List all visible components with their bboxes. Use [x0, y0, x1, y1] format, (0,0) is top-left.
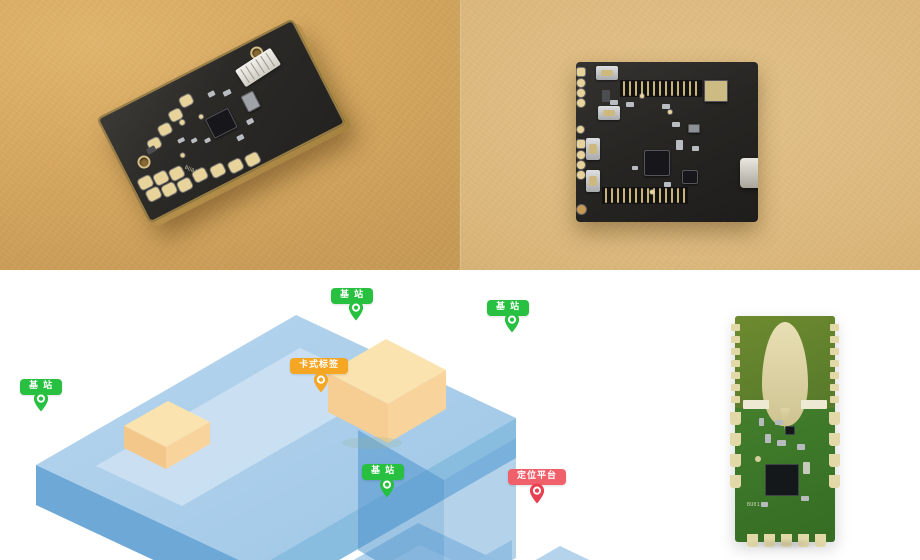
photo-row: BU01 [0, 0, 920, 270]
antenna-feed [780, 408, 790, 430]
label-anchor-4[interactable]: 基 站 [362, 464, 405, 480]
pin-header-bottom [602, 187, 688, 204]
shield-can [704, 80, 728, 102]
workstation-backwall [476, 540, 512, 560]
panel-seam [459, 0, 461, 270]
box-top [124, 401, 210, 447]
tactile-button [586, 138, 600, 160]
isometric-diagram: 基 站 基 站 基 站 基 站 卡式标签 定位平台 [0, 270, 700, 560]
label-card-tag[interactable]: 卡式标签 [290, 358, 349, 374]
tactile-button [596, 66, 618, 80]
pin-positioning-platform[interactable] [529, 483, 545, 504]
tactile-button [586, 170, 600, 192]
pin-header-top [620, 80, 702, 97]
usb-type-c-connector [740, 158, 758, 188]
box-right [388, 370, 446, 443]
mcu-chip [644, 150, 670, 176]
pin-anchor-4[interactable] [379, 477, 395, 498]
pin-card-tag[interactable] [313, 372, 329, 393]
pin-anchor-1[interactable] [33, 391, 49, 412]
pin-anchor-3[interactable] [504, 312, 520, 333]
pin-anchor-2[interactable] [348, 300, 364, 321]
upper-floor-right-side [269, 418, 516, 560]
module-silkscreen: BU01 [747, 502, 760, 508]
connecting-wall-left [358, 430, 444, 560]
module-shadow [743, 538, 827, 550]
box-left [124, 426, 166, 469]
label-anchor-1[interactable]: 基 站 [20, 379, 63, 395]
tactile-button [598, 106, 620, 120]
photo-green-module: BU01 [730, 316, 840, 550]
workstation-ground [535, 546, 590, 560]
module-pad-block [801, 400, 827, 409]
box-left [328, 373, 388, 443]
label-anchor-3[interactable]: 基 站 [487, 300, 530, 316]
upper-floor-left-side [36, 465, 239, 560]
photo-flat-board [460, 0, 920, 270]
photo-tilted-board: BU01 [0, 0, 460, 270]
module-qfn-chip [765, 464, 799, 496]
diagram-canvas [36, 315, 590, 560]
label-positioning-platform[interactable]: 定位平台 [508, 469, 567, 485]
box-right [166, 422, 210, 469]
flat-pcb [576, 62, 758, 222]
connecting-wall-right [444, 438, 516, 560]
module-pad-block [743, 400, 769, 409]
label-anchor-2[interactable]: 基 站 [331, 288, 374, 304]
box-top [328, 339, 446, 404]
